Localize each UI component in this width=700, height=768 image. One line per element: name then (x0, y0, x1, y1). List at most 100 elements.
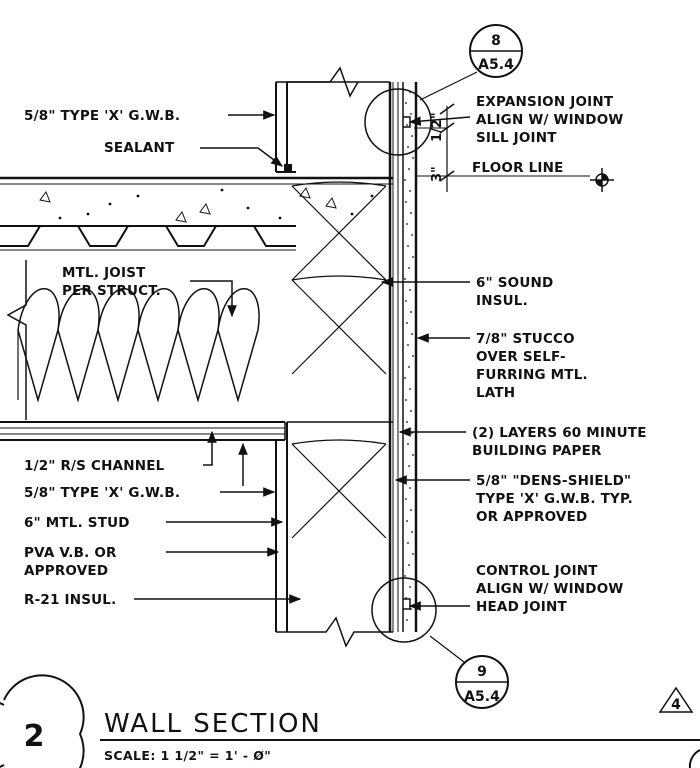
svg-text:FURRING MTL.: FURRING MTL. (476, 367, 588, 383)
stucco-dot (405, 498, 407, 500)
stucco-dot (410, 113, 412, 115)
detail-circle-bottom (371, 577, 437, 643)
callout-bubble-bottom[interactable]: 9 A5.4 (455, 655, 509, 709)
label-r21-insul: R-21 INSUL. (24, 592, 302, 608)
batt-segment (291, 181, 387, 375)
svg-text:5/8" "DENS-SHIELD": 5/8" "DENS-SHIELD" (476, 473, 631, 489)
stucco-dot (405, 201, 407, 203)
detail-circle-top (364, 88, 432, 156)
stucco-dot (407, 344, 409, 346)
stucco-dot (406, 322, 408, 324)
label-stucco: 7/8" STUCCO OVER SELF- FURRING MTL. LATH (416, 331, 588, 401)
aggregate-dot (136, 194, 140, 198)
svg-text:MTL. JOIST: MTL. JOIST (62, 265, 146, 281)
svg-text:ALIGN W/ WINDOW: ALIGN W/ WINDOW (476, 581, 623, 597)
svg-text:(2) LAYERS 60 MINUTE: (2) LAYERS 60 MINUTE (472, 425, 647, 441)
stucco-dot (406, 124, 408, 126)
callout-bottom-sheet: A5.4 (464, 689, 500, 705)
stucco-dot (411, 234, 413, 236)
stucco-dot (405, 102, 407, 104)
stucco-dot (406, 421, 408, 423)
label-gwb-lower: 5/8" TYPE 'X' G.W.B. (24, 485, 276, 501)
detail-title-block: 2 WALL SECTION SCALE: 1 1/2" = 1' - Ø" (0, 674, 700, 768)
label-building-paper: (2) LAYERS 60 MINUTE BUILDING PAPER (398, 425, 647, 459)
svg-text:7/8" STUCCO: 7/8" STUCCO (476, 331, 575, 347)
stucco-dot (412, 157, 414, 159)
aggregate-dot (58, 216, 62, 220)
svg-text:EXPANSION JOINT: EXPANSION JOINT (476, 94, 614, 110)
label-pva-vb: PVA V.B. OR APPROVED (24, 545, 280, 579)
label-floor-line: FLOOR LINE (472, 160, 564, 176)
stucco-dot (405, 300, 407, 302)
detail-number: 2 (24, 719, 45, 754)
svg-text:LATH: LATH (476, 385, 515, 401)
svg-text:OVER SELF-: OVER SELF- (476, 349, 566, 365)
svg-text:1/2" R/S CHANNEL: 1/2" R/S CHANNEL (24, 458, 165, 474)
svg-text:SILL JOINT: SILL JOINT (476, 130, 557, 146)
svg-text:APPROVED: APPROVED (24, 563, 108, 579)
aggregate-dot (86, 212, 90, 216)
stucco-dot (412, 553, 414, 555)
aggregate-triangle (199, 202, 211, 215)
label-dens-shield: 5/8" "DENS-SHIELD" TYPE 'X' G.W.B. TYP. … (394, 473, 633, 525)
label-mtl-stud: 6" MTL. STUD (24, 515, 284, 531)
svg-text:CONTROL JOINT: CONTROL JOINT (476, 563, 598, 579)
stucco-dot (407, 146, 409, 148)
svg-text:HEAD JOINT: HEAD JOINT (476, 599, 567, 615)
stucco-dot (406, 223, 408, 225)
aggregate-dot (278, 216, 282, 220)
stucco-dot (408, 267, 410, 269)
detail-title: WALL SECTION (104, 709, 322, 739)
svg-text:PVA V.B. OR: PVA V.B. OR (24, 545, 117, 561)
svg-text:FLOOR LINE: FLOOR LINE (472, 160, 564, 176)
stucco-dot (411, 333, 413, 335)
callout-top-sheet: A5.4 (478, 57, 514, 73)
insulation-loops-bottom (17, 327, 259, 403)
stucco-dot (406, 619, 408, 621)
stucco-dot (404, 377, 406, 379)
stucco-dot (404, 179, 406, 181)
aggregate-dot (350, 212, 354, 216)
stucco-dot (410, 410, 412, 412)
ceiling-assembly (0, 421, 286, 441)
stucco-dot (408, 168, 410, 170)
aggregate-dot (220, 188, 224, 192)
callout-bottom-number: 9 (477, 664, 487, 680)
detail-scale: SCALE: 1 1/2" = 1' - Ø" (104, 748, 271, 763)
label-gwb-upper: 5/8" TYPE 'X' G.W.B. (24, 108, 276, 124)
aggregate-triangle (39, 190, 51, 203)
stucco-dot (409, 586, 411, 588)
aggregate-triangle (299, 186, 311, 199)
revision-number: 4 (671, 697, 681, 713)
stucco-dot (407, 542, 409, 544)
stucco-dot (404, 476, 406, 478)
stucco-dot (404, 278, 406, 280)
floor-slab (0, 176, 393, 251)
aggregate-dot (370, 194, 374, 198)
stucco-dot (408, 366, 410, 368)
callout-top-number: 8 (491, 33, 501, 49)
revision-delta: 4 (658, 686, 694, 713)
stucco-dot (409, 190, 411, 192)
stucco-texture (404, 91, 414, 621)
label-sealant: SEALANT (104, 140, 283, 167)
stucco-dot (409, 289, 411, 291)
stucco-dot (409, 487, 411, 489)
aggregate-triangle (175, 210, 187, 223)
svg-text:BUILDING PAPER: BUILDING PAPER (472, 443, 602, 459)
break-line-left (6, 260, 27, 420)
stucco-dot (410, 311, 412, 313)
metal-deck (0, 225, 296, 247)
svg-text:ALIGN W/ WINDOW: ALIGN W/ WINDOW (476, 112, 623, 128)
batt-segment (291, 439, 387, 539)
callout-bubble-top[interactable]: 8 A5.4 (469, 24, 523, 78)
svg-text:5/8" TYPE 'X' G.W.B.: 5/8" TYPE 'X' G.W.B. (24, 485, 180, 501)
svg-text:PER STRUCT.: PER STRUCT. (62, 283, 161, 299)
label-control-joint: CONTROL JOINT ALIGN W/ WINDOW HEAD JOINT (408, 563, 623, 615)
stucco-dot (410, 212, 412, 214)
svg-text:5/8" TYPE 'X' G.W.B.: 5/8" TYPE 'X' G.W.B. (24, 108, 180, 124)
aggregate-dot (108, 202, 112, 206)
stucco-dot (409, 388, 411, 390)
dim-three-inch: 3" (430, 166, 445, 182)
svg-text:INSUL.: INSUL. (476, 293, 528, 309)
